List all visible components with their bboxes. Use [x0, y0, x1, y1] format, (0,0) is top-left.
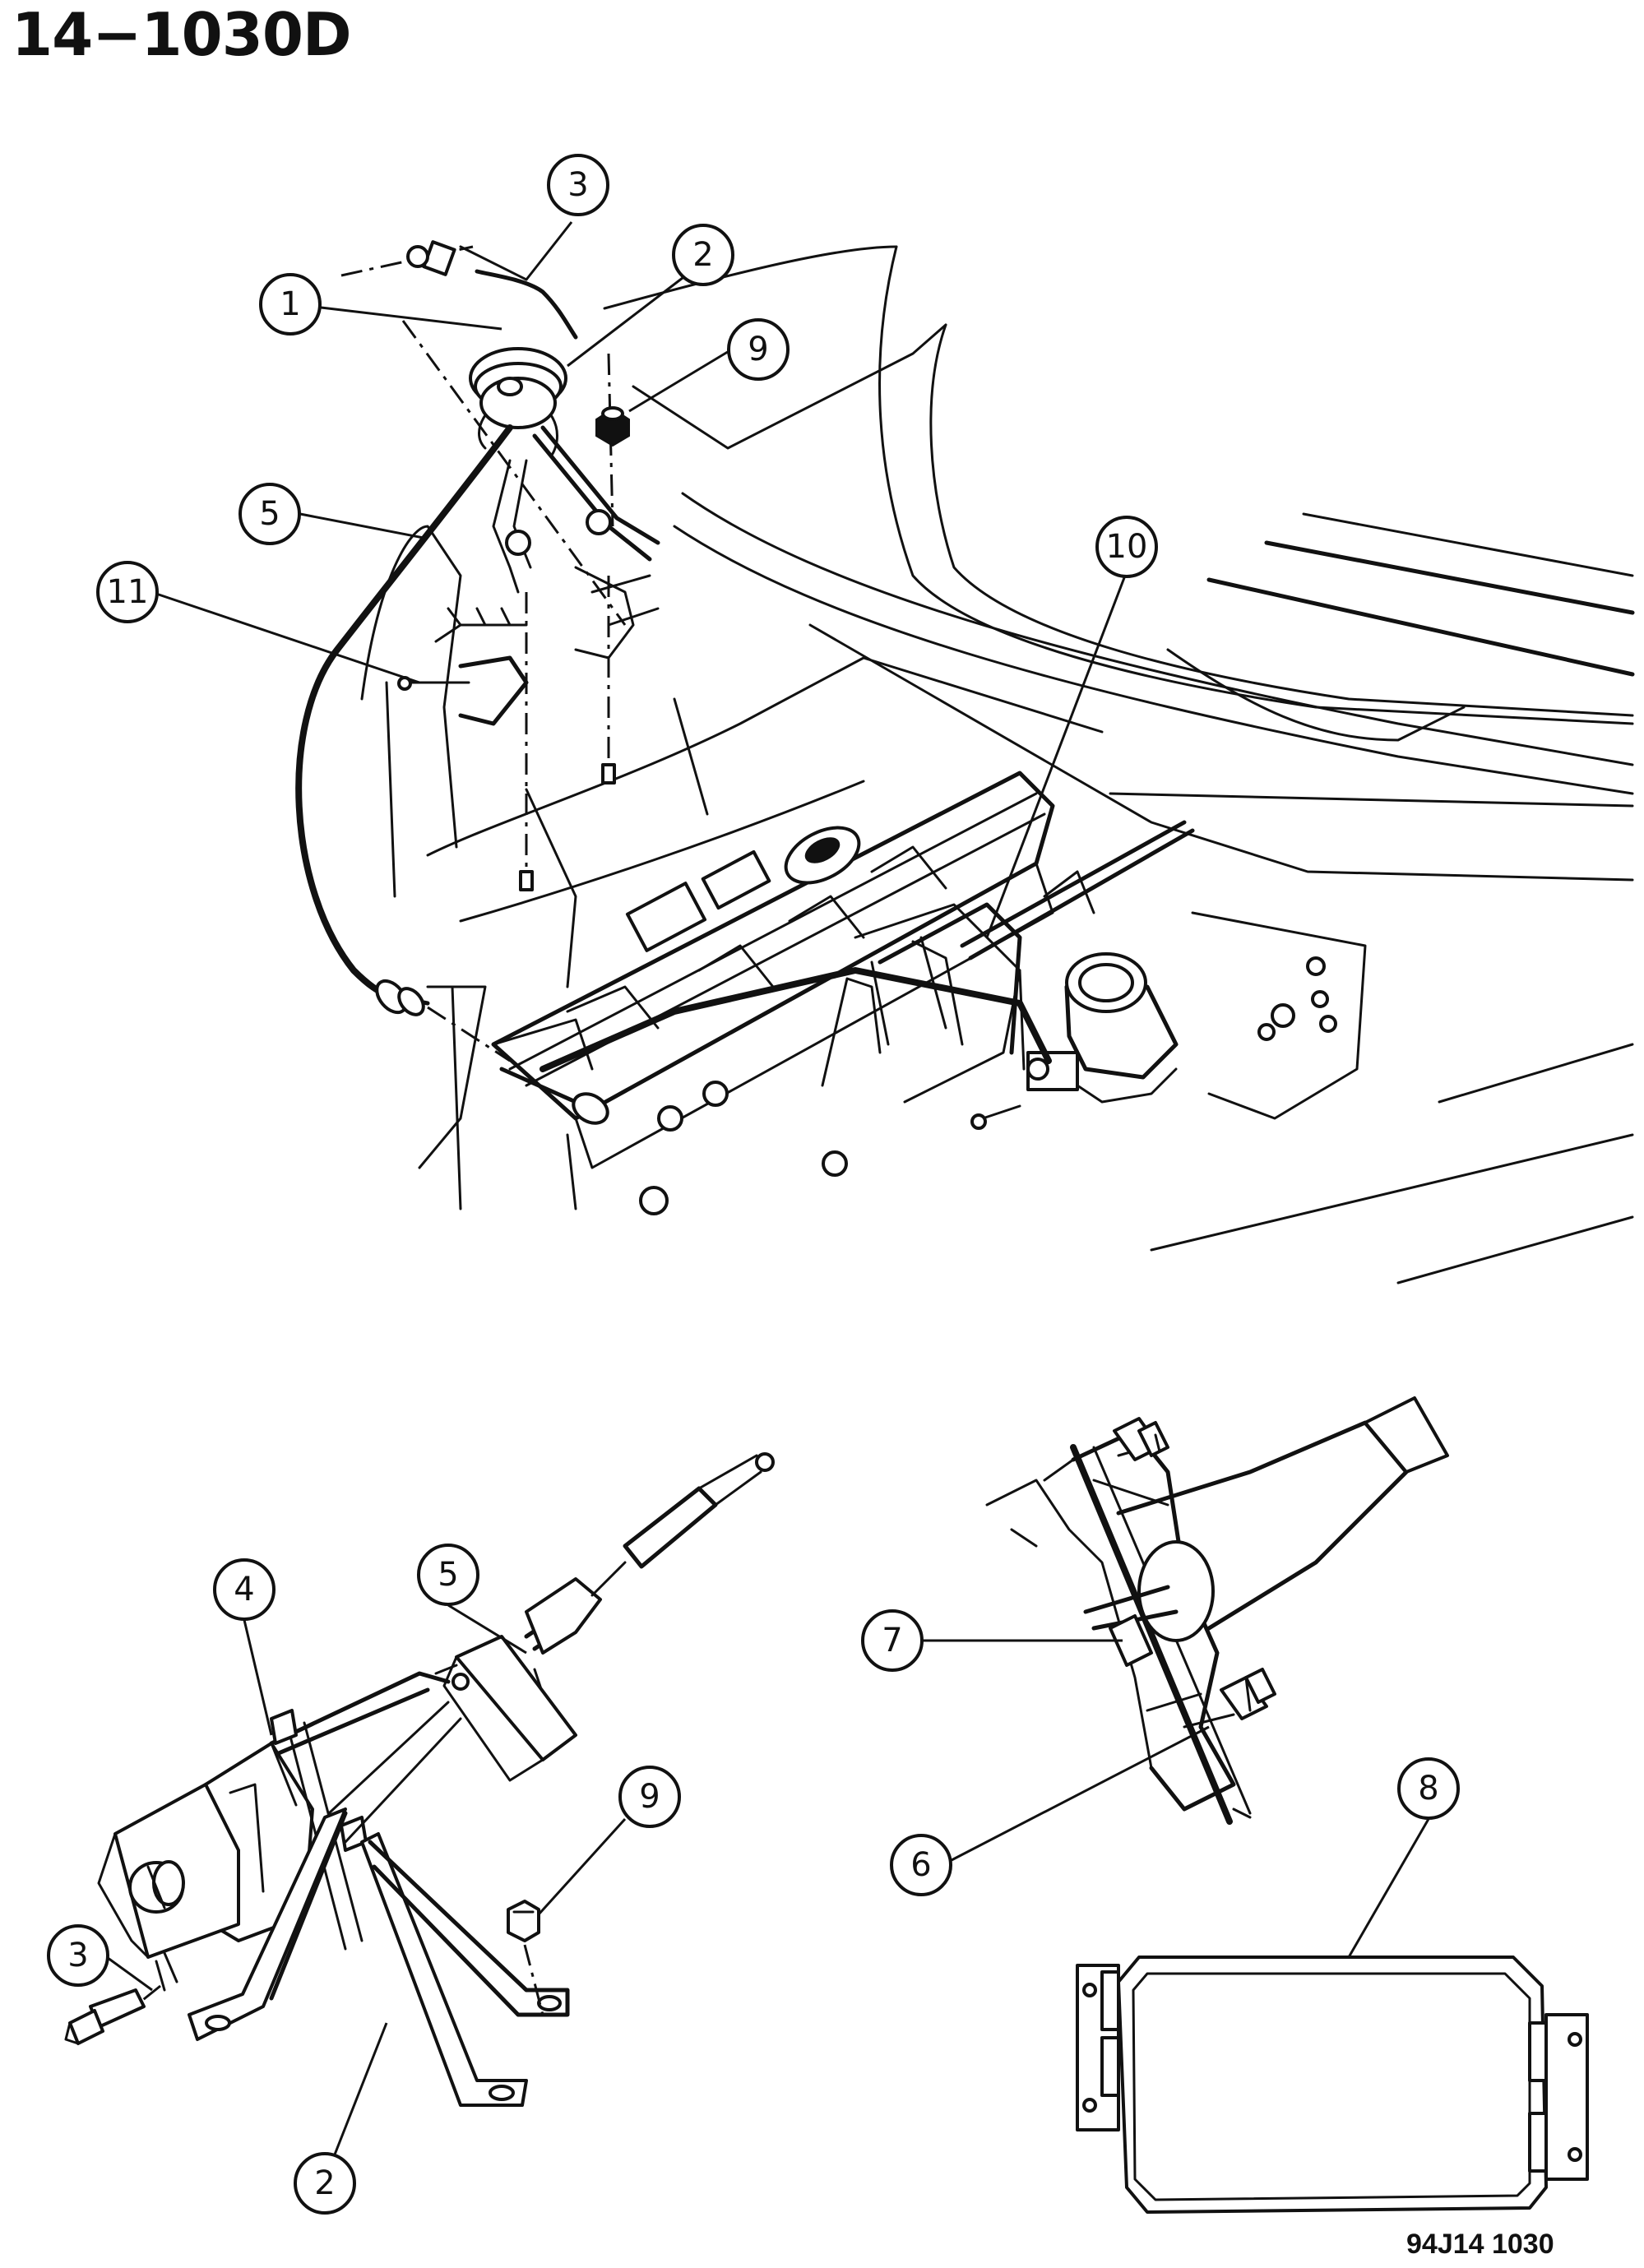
- callout-2-top: 2: [672, 224, 734, 286]
- callout-2-bottom: 2: [294, 2152, 356, 2215]
- leader-5-top: [299, 512, 428, 540]
- page-title: 14−1030D: [12, 0, 352, 69]
- callout-5-bottom-label: 5: [438, 1556, 458, 1594]
- cable-retainer: [434, 1635, 577, 1782]
- callout-8-bottom: 8: [1397, 1757, 1460, 1820]
- callout-7-bottom-label: 7: [882, 1622, 902, 1659]
- leader-6-bottom: [951, 1725, 1210, 1862]
- leader-9-bottom: [537, 1817, 627, 1916]
- throttle-body: [970, 911, 1367, 1130]
- cable-bracket: [540, 820, 1195, 1087]
- figure-code: 94J14 1030: [1406, 2229, 1554, 2260]
- callout-3-bottom: 3: [47, 1924, 109, 1987]
- callout-11-top: 11: [96, 561, 159, 623]
- callout-2-bottom-label: 2: [314, 2164, 335, 2202]
- leader-8-bottom: [1347, 1818, 1430, 1958]
- callout-1-top-label: 1: [280, 285, 300, 323]
- engine-bay-view: [155, 221, 1635, 1284]
- leader-3-top: [525, 221, 573, 280]
- callout-6-bottom-label: 6: [910, 1846, 931, 1884]
- servo-exploded-view: [64, 1452, 775, 2155]
- callout-11-top-label: 11: [107, 573, 149, 611]
- callout-10-top-label: 10: [1106, 528, 1148, 566]
- leader-10-top: [985, 575, 1127, 938]
- vacuum-fitting: [64, 1951, 178, 2045]
- callout-3-top-label: 3: [567, 166, 588, 204]
- callout-3-top: 3: [547, 154, 609, 216]
- leader-4-bottom: [243, 1619, 273, 1736]
- control-module: [1076, 1818, 1589, 2214]
- callout-8-bottom-label: 8: [1418, 1770, 1438, 1807]
- callout-5-bottom: 5: [417, 1544, 479, 1606]
- callout-10-top: 10: [1095, 516, 1158, 578]
- callout-5-top: 5: [238, 483, 301, 545]
- speed-control-servo-top: [340, 240, 660, 891]
- fender-panel: [603, 245, 1635, 1284]
- leader-3-bottom: [104, 1954, 153, 1992]
- cable-bracket-detail: [923, 1396, 1449, 1862]
- leader-2-bottom: [333, 2022, 388, 2155]
- callout-9-top-label: 9: [748, 331, 768, 368]
- callout-9-top: 9: [727, 318, 790, 381]
- nut-top: [595, 406, 630, 447]
- callout-4-bottom: 4: [213, 1558, 276, 1621]
- speed-control-cable-top: [295, 424, 609, 1125]
- intake-manifold: [491, 771, 1055, 1215]
- leader-11-top: [155, 592, 420, 684]
- servo-housing: [97, 1671, 462, 1959]
- leader-5-bottom: [447, 1604, 527, 1655]
- callout-3-bottom-label: 3: [67, 1937, 88, 1974]
- callout-2-top-label: 2: [692, 236, 713, 274]
- callout-7-bottom: 7: [861, 1609, 924, 1672]
- callout-9-bottom-label: 9: [639, 1778, 660, 1816]
- servo-bracket: [188, 1807, 570, 2107]
- engine-block: [360, 525, 1104, 1210]
- callout-4-bottom-label: 4: [234, 1571, 254, 1608]
- speed-control-cable-end: [498, 1452, 775, 1696]
- callout-1-top: 1: [259, 273, 322, 336]
- leader-9-top: [628, 349, 731, 413]
- leader-1-top: [313, 305, 502, 331]
- leader-2-top: [567, 268, 694, 368]
- callout-6-bottom: 6: [890, 1834, 952, 1896]
- callout-9-bottom: 9: [618, 1766, 681, 1828]
- nut-bottom: [507, 1900, 544, 2016]
- callout-5-top-label: 5: [259, 495, 280, 533]
